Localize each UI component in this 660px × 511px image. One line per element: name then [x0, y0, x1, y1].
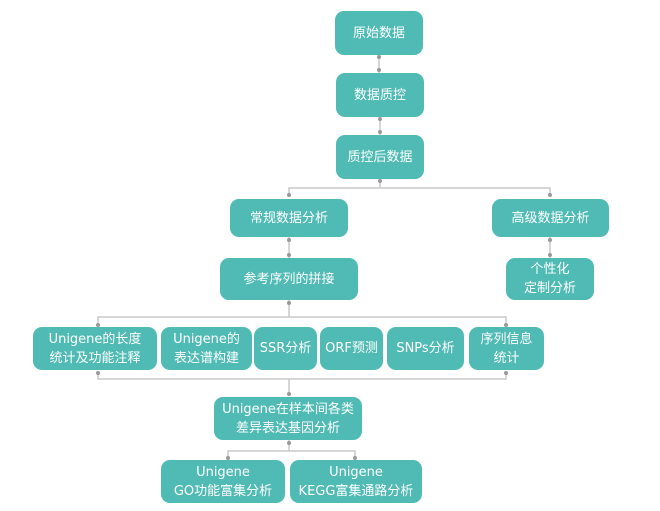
node-orf: ORF预测: [320, 327, 383, 370]
node-quality-control: 数据质控: [336, 73, 424, 117]
node-ssr: SSR分析: [254, 327, 317, 370]
node-custom-analysis: 个性化 定制分析: [506, 258, 594, 300]
node-advanced-analysis: 高级数据分析: [492, 199, 609, 237]
node-deg-analysis: Unigene在样本间各类 差异表达基因分析: [214, 397, 362, 440]
node-reference-assembly: 参考序列的拼接: [220, 258, 358, 300]
node-length-annotation: Unigene的长度 统计及功能注释: [33, 327, 157, 370]
node-clean-data: 质控后数据: [336, 135, 424, 179]
node-expression-profile: Unigene的 表达谱构建: [161, 327, 252, 370]
node-sequence-info: 序列信息 统计: [469, 327, 544, 370]
node-raw-data: 原始数据: [335, 11, 423, 55]
node-routine-analysis: 常规数据分析: [230, 199, 348, 237]
node-go-enrichment: Unigene GO功能富集分析: [161, 460, 285, 503]
node-kegg-enrichment: Unigene KEGG富集通路分析: [290, 460, 422, 503]
node-snp: SNPs分析: [387, 327, 464, 370]
